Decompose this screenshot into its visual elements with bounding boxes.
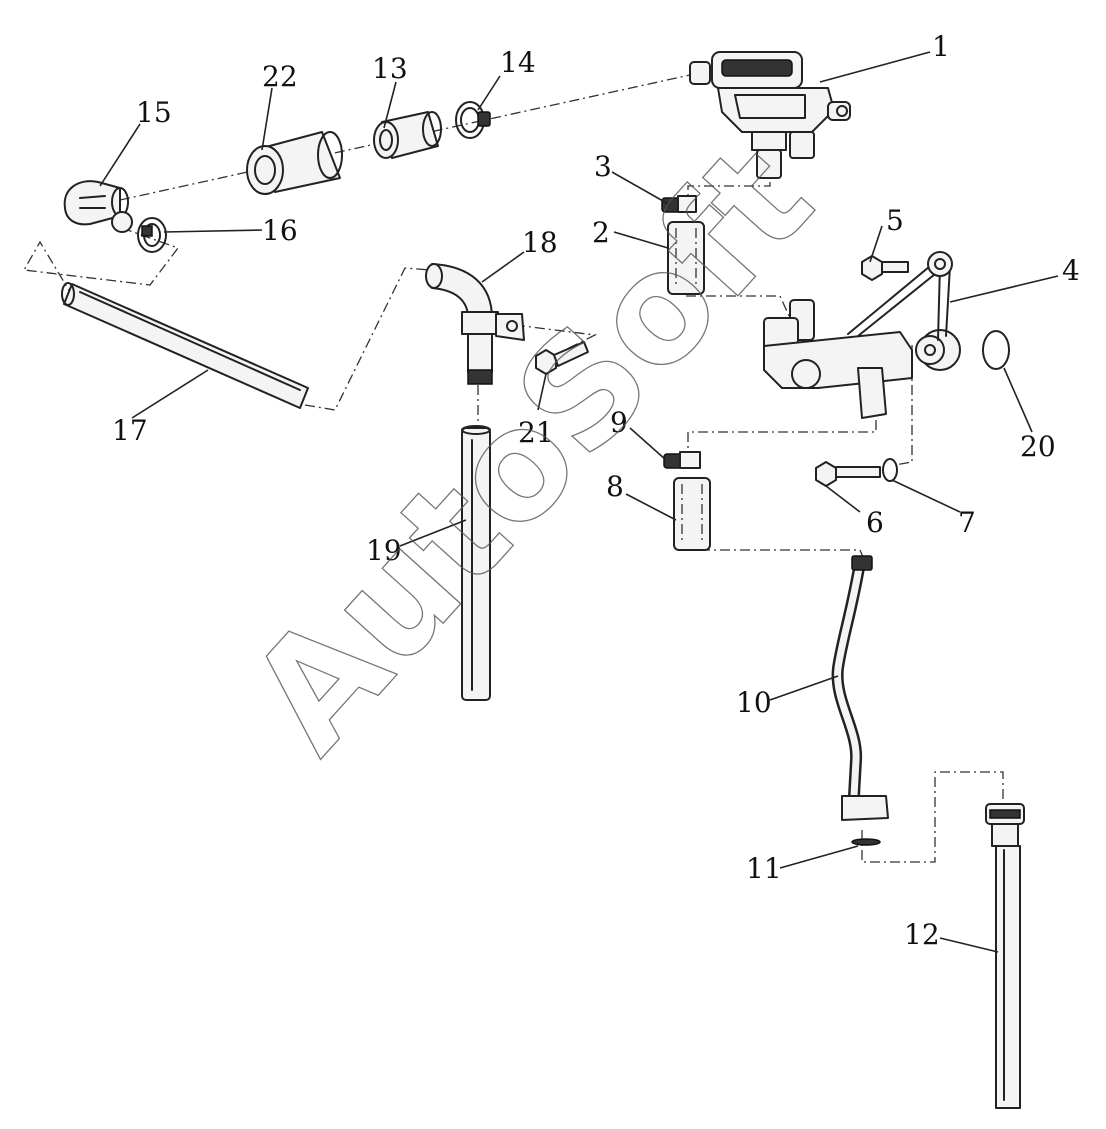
part-11-washer [851, 838, 881, 846]
callout-20: 20 [1020, 430, 1056, 463]
callout-labels: 1 3 2 4 5 6 7 8 9 10 11 12 13 14 15 16 1… [112, 30, 1080, 951]
part-12-tube [985, 803, 1025, 1109]
callout-3: 3 [594, 150, 612, 183]
part-16-clamp [137, 217, 167, 253]
callout-5: 5 [886, 204, 904, 237]
callout-16: 16 [262, 214, 298, 247]
callout-2: 2 [592, 216, 610, 249]
part-6-bolt [815, 461, 881, 487]
part-14-clamp [455, 101, 491, 139]
part-19-pipe [461, 425, 491, 701]
leader-lines [99, 51, 1059, 953]
callout-11: 11 [746, 852, 782, 885]
callout-1: 1 [932, 30, 950, 63]
part-17-hose [61, 282, 309, 409]
part-9-clamp [663, 451, 701, 469]
callout-8: 8 [606, 470, 624, 503]
callout-12: 12 [904, 918, 940, 951]
callout-6: 6 [866, 506, 884, 539]
callout-10: 10 [736, 686, 772, 719]
callout-18: 18 [522, 226, 558, 259]
part-8-hose [673, 477, 711, 551]
callout-22: 22 [262, 60, 298, 93]
part-5-bolt [861, 255, 909, 281]
part-13-hose [373, 111, 442, 159]
part-15-elbow [63, 180, 133, 233]
part-18-elbow-pipe [425, 263, 525, 385]
callout-7: 7 [958, 506, 976, 539]
part-4-housing [763, 251, 961, 419]
callout-14: 14 [500, 46, 536, 79]
part-7-washer [882, 458, 898, 482]
part-20-oring [982, 330, 1010, 370]
callout-19: 19 [366, 534, 402, 567]
callout-13: 13 [372, 52, 408, 85]
part-22-sleeve [246, 131, 343, 195]
callout-15: 15 [136, 96, 172, 129]
part-3-clamp [661, 195, 697, 213]
part-10-pipe [831, 555, 889, 821]
part-2-hose [667, 221, 705, 295]
watermark-text: AutoSoft [217, 114, 845, 785]
callout-4: 4 [1062, 254, 1080, 287]
callout-9: 9 [610, 406, 628, 439]
callout-17: 17 [112, 414, 148, 447]
part-21-bolt [535, 341, 589, 375]
callout-21: 21 [518, 416, 554, 449]
part-1-valve [689, 51, 851, 179]
